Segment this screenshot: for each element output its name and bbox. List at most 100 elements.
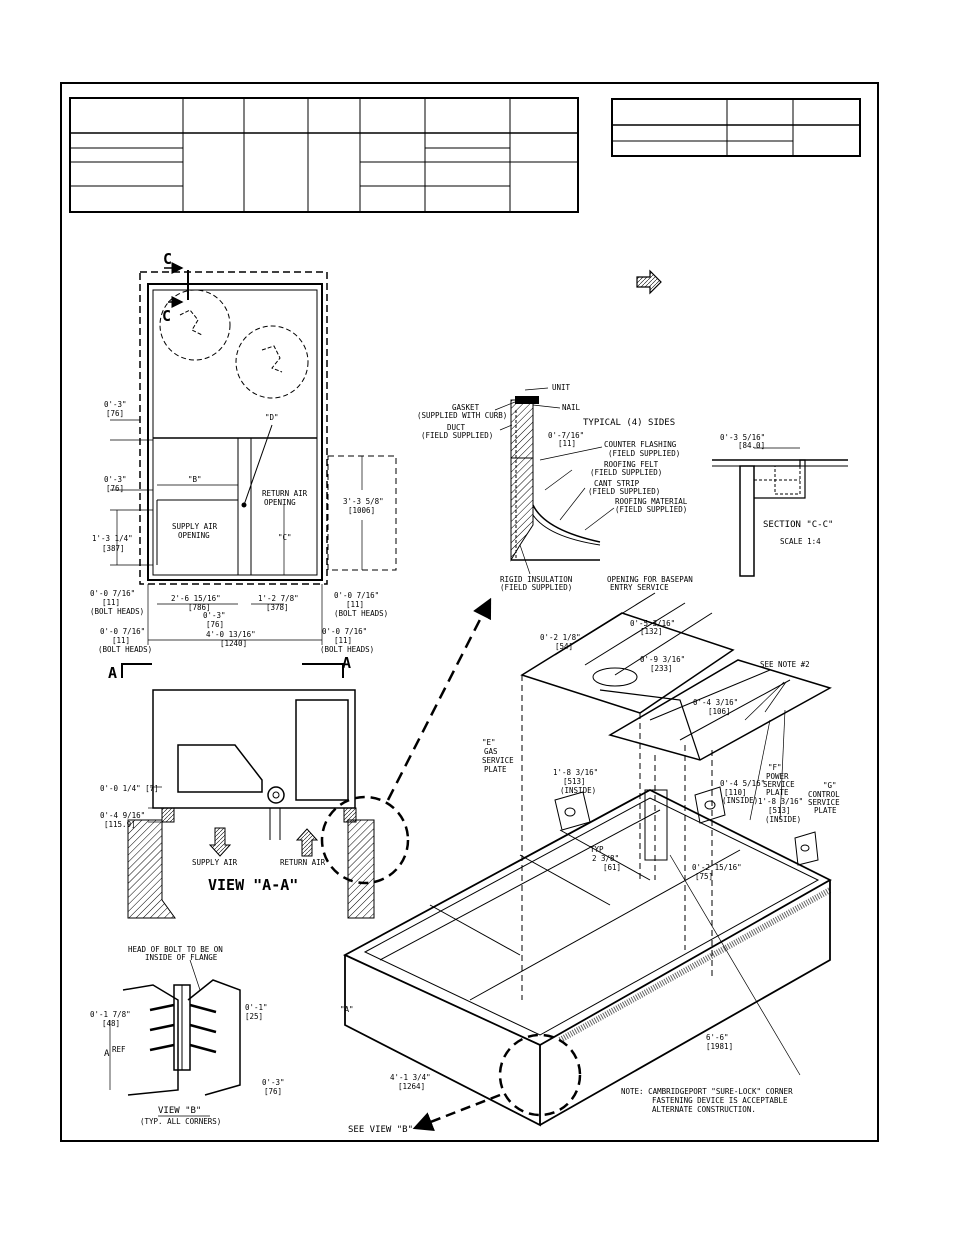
- curb-label-gasket: GASKET: [452, 403, 480, 412]
- section-cc-dim-mm: [84.0]: [738, 441, 765, 450]
- curb-label-cant-strip: CANT STRIP: [594, 479, 640, 488]
- sheet-border: [60, 82, 879, 1142]
- curb-label-counter-flashing-sub: (FIELD SUPPLIED): [608, 449, 680, 458]
- view-b-head-of-bolt-1: HEAD OF BOLT TO BE ON: [128, 945, 223, 954]
- curb-label-nail: NAIL: [562, 403, 581, 412]
- iso-label-10: [106]: [708, 707, 731, 716]
- view-b-subtitle: (TYP. ALL CORNERS): [140, 1117, 221, 1126]
- iso-label-31: (INSIDE): [765, 815, 801, 824]
- view-aa-dim-2: 0'-4 9/16": [100, 811, 145, 820]
- iso-label-28: PLATE: [814, 806, 837, 815]
- curb-label-typical: TYPICAL (4) SIDES: [583, 418, 675, 428]
- iso-label-17: (INSIDE): [560, 786, 596, 795]
- view-aa-supply-air: SUPPLY AIR: [192, 858, 238, 867]
- iso-label-40: 4'-1 3/4": [390, 1073, 431, 1082]
- view-aa: SUPPLY AIR RETURN AIR VIEW "A-A" 0'-0 1/…: [100, 597, 492, 919]
- view-b-a: A: [104, 1049, 110, 1059]
- curb-label-gasket-sub: (SUPPLIED WITH CURB): [417, 411, 507, 420]
- view-b-dim-2: 0'-1": [245, 1003, 268, 1012]
- iso-label-23: [110]: [724, 788, 747, 797]
- dim-left-5-note: (BOLT HEADS): [98, 645, 152, 654]
- dim-bottom-3-mm: [76]: [206, 620, 224, 629]
- iso-label-18: "F": [768, 763, 782, 772]
- iso-label-33: 2 3/8": [592, 854, 619, 863]
- dim-left-1-mm: [76]: [106, 409, 124, 418]
- dim-right-3-note: (BOLT HEADS): [320, 645, 374, 654]
- plan-view: C C "D" "B" "C" RETURN AIR OPENING SUPPL…: [90, 250, 397, 682]
- section-cc-scale: SCALE 1:4: [780, 537, 821, 546]
- iso-label-39: [1981]: [706, 1042, 733, 1051]
- dim-right-2-note: (BOLT HEADS): [334, 609, 388, 618]
- iso-label-3: [54]: [555, 642, 573, 651]
- iso-label-34: [61]: [603, 863, 621, 872]
- dim-right-1-mm: [1006]: [348, 506, 375, 515]
- section-cc: 0'-3 5/16" [84.0] SECTION "C-C" SCALE 1:…: [712, 433, 848, 577]
- dim-right-1: 3'-3 5/8": [343, 497, 384, 506]
- view-b-dim-3-mm: [76]: [264, 1087, 282, 1096]
- iso-label-8: SEE NOTE #2: [760, 660, 810, 669]
- dim-right-3-mm: [11]: [334, 636, 352, 645]
- dim-right-2: 0'-0 7/16": [334, 591, 379, 600]
- curb-label-roofing-material: ROOFING MATERIAL: [615, 497, 688, 506]
- iso-label-5: [132]: [640, 627, 663, 636]
- dim-left-4-note: (BOLT HEADS): [90, 607, 144, 616]
- iso-label-41: [1264]: [398, 1082, 425, 1091]
- iso-label-42: SEE VIEW "B": [348, 1125, 413, 1135]
- section-cc-title: SECTION "C-C": [763, 520, 833, 530]
- iso-label-13: SERVICE: [482, 756, 514, 765]
- iso-label-30: [513]: [768, 806, 791, 815]
- iso-label-12: GAS: [484, 747, 498, 756]
- dim-bottom-4-mm: [1240]: [220, 639, 247, 648]
- view-aa-return-air: RETURN AIR: [280, 858, 326, 867]
- iso-label-0: OPENING FOR BASEPAN: [607, 575, 693, 584]
- iso-label-25: "G": [823, 781, 837, 790]
- dim-left-1: 0'-3": [104, 400, 127, 409]
- iso-label-24: (INSIDE): [722, 796, 758, 805]
- curb-label-cant-strip-sub: (FIELD SUPPLIED): [588, 487, 660, 496]
- iso-label-9: 0'-4 3/16": [693, 698, 738, 707]
- iso-label-4: 0'-5 3/16": [630, 619, 675, 628]
- dim-left-4-mm: [11]: [102, 598, 120, 607]
- section-cc-dim: 0'-3 5/16": [720, 433, 765, 442]
- section-mark-a-left: A: [108, 664, 117, 682]
- hatched-arrow-icon: [636, 269, 662, 295]
- iso-label-27: SERVICE: [808, 798, 840, 807]
- iso-note-3: ALTERNATE CONSTRUCTION.: [652, 1105, 756, 1114]
- curb-label-rigid-insulation: RIGID INSULATION: [500, 575, 572, 584]
- iso-note-1: NOTE: CAMBRIDGEPORT "SURE-LOCK" CORNER: [621, 1087, 793, 1096]
- view-b-ref: REF: [112, 1045, 126, 1054]
- iso-note-2: FASTENING DEVICE IS ACCEPTABLE: [652, 1096, 788, 1105]
- iso-label-19: POWER: [766, 772, 789, 781]
- dim-bottom-2: 1'-2 7/8": [258, 594, 299, 603]
- dim-left-3: 1'-3 1/4": [92, 534, 133, 543]
- dim-right-3: 0'-0 7/16": [322, 627, 367, 636]
- dim-bottom-4: 4'-0 13/16": [206, 630, 256, 639]
- dim-bottom-1-mm: [786]: [188, 603, 211, 612]
- iso-label-7: [233]: [650, 664, 673, 673]
- iso-label-29: 1'-8 3/16": [758, 797, 803, 806]
- iso-label-11: "E": [482, 738, 496, 747]
- curb-label-dim-mm: [11]: [558, 439, 576, 448]
- iso-label-35: 0'-2 15/16": [692, 863, 742, 872]
- view-aa-dim-2-mm: [115.9]: [104, 820, 136, 829]
- dim-d: "D": [265, 413, 279, 422]
- iso-label-2: 0'-2 1/8": [540, 633, 581, 642]
- view-aa-title: VIEW "A-A": [208, 876, 298, 894]
- view-b-dim-1-mm: [48]: [102, 1019, 120, 1028]
- curb-detail: UNIT GASKET (SUPPLIED WITH CURB) NAIL DU…: [417, 383, 688, 592]
- supply-air-opening-1: SUPPLY AIR: [172, 522, 218, 531]
- return-air-opening-2: OPENING: [264, 498, 296, 507]
- dim-bottom-2-mm: [378]: [266, 603, 289, 612]
- dim-right-2-mm: [11]: [346, 600, 364, 609]
- header-table-right: [611, 98, 861, 157]
- dim-bottom-1: 2'-6 15/16": [171, 594, 221, 603]
- curb-label-roofing-material-sub: (FIELD SUPPLIED): [615, 505, 687, 514]
- dim-b: "B": [188, 475, 202, 484]
- iso-label-36: [75]: [695, 872, 713, 881]
- view-b: HEAD OF BOLT TO BE ON INSIDE OF FLANGE 0…: [90, 945, 285, 1126]
- iso-label-21: PLATE: [766, 788, 789, 797]
- iso-label-32: TYP: [590, 845, 604, 854]
- dim-left-5-mm: [11]: [112, 636, 130, 645]
